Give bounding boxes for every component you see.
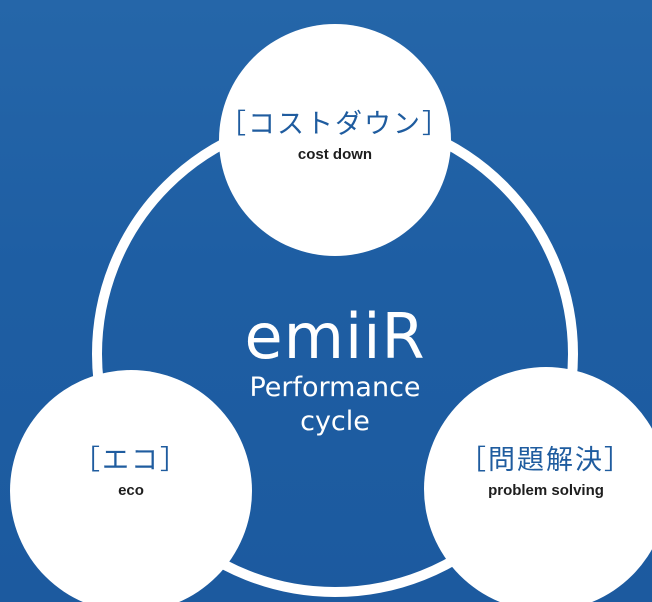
node-problem-solving: ［問題解決］ problem solving xyxy=(424,367,652,602)
node-cost-down: ［コストダウン］ cost down xyxy=(219,24,451,256)
brand-logo-text: emiiR xyxy=(244,300,426,373)
node-problem-solving-jp-label: ［問題解決］ xyxy=(459,445,633,477)
node-cost-down-jp-label: ［コストダウン］ xyxy=(219,109,451,141)
node-cost-down-en-label: cost down xyxy=(297,145,373,163)
node-eco-en-label: eco xyxy=(118,481,144,499)
center-subtitle-line2: cycle xyxy=(300,406,370,437)
cycle-center-title: emiiR Performance cycle xyxy=(195,304,475,438)
node-eco: ［エコ］ eco xyxy=(10,370,252,602)
center-subtitle-line1: Performance xyxy=(249,372,421,403)
node-problem-solving-en-label: problem solving xyxy=(488,481,604,499)
node-eco-jp-label: ［エコ］ xyxy=(73,445,189,477)
